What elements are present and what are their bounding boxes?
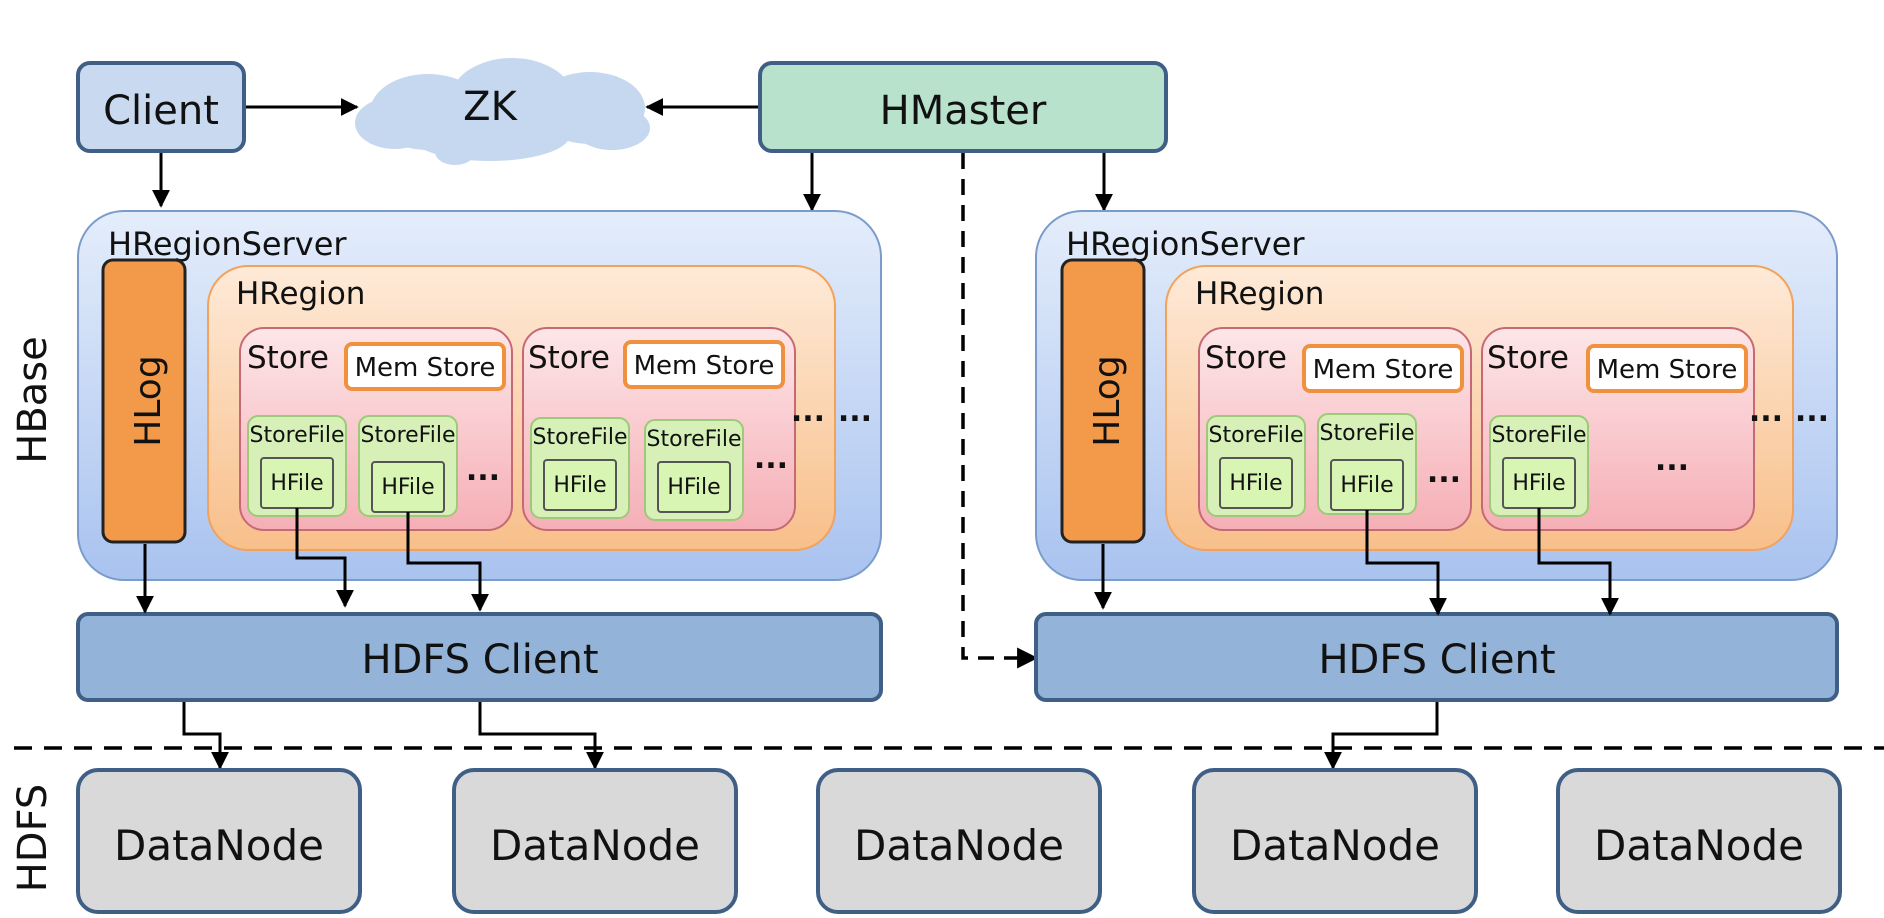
memstore-1a-label: Mem Store [355, 353, 496, 383]
storefile-1a-1-label: StoreFile [250, 423, 345, 448]
region-server-1-title: HRegionServer [108, 225, 347, 263]
store-1a-label: Store [247, 340, 329, 376]
store-1b-label: Store [528, 340, 610, 376]
storefile-1a-2-label: StoreFile [361, 423, 456, 448]
storefile-1a-1: StoreFile HFile [247, 415, 347, 517]
hdfs-client-2-label: HDFS Client [1318, 637, 1555, 683]
datanode-5-label: DataNode [1594, 821, 1804, 870]
hlog-1: HLog [101, 258, 187, 544]
region-server-2-title: HRegionServer [1066, 225, 1305, 263]
hdfs-side-label: HDFS [10, 784, 56, 893]
region-server-2: HRegionServer HLog HRegion Store Mem Sto… [1035, 210, 1838, 581]
hfile-2a-2-label: HFile [1340, 473, 1393, 498]
store-1a: Store Mem Store StoreFile HFile StoreFil… [239, 327, 513, 531]
datanode-2: DataNode [452, 768, 738, 914]
store-2b-label: Store [1487, 340, 1569, 376]
memstore-1b-label: Mem Store [634, 351, 775, 381]
hdfs-client-1-to-datanode-1-arrow [182, 702, 229, 770]
hfile-1a-1-label: HFile [270, 471, 323, 496]
storefile-1b-2-label: StoreFile [647, 427, 742, 452]
store-2b: Store Mem Store StoreFile HFile ... [1481, 327, 1755, 531]
hfile-2b-1-label: HFile [1512, 471, 1565, 496]
store-1b: Store Mem Store StoreFile HFile StoreFil… [522, 327, 796, 531]
hmaster-node: HMaster [758, 61, 1168, 153]
client-label: Client [103, 88, 219, 134]
hfile-1b-2 [657, 461, 731, 513]
storefile-1b-1-label: StoreFile [533, 425, 628, 450]
hdfs-client-2: HDFS Client [1034, 612, 1839, 702]
datanode-4: DataNode [1192, 768, 1478, 914]
hfile-1a-2-to-hdfs-arrow [406, 512, 489, 612]
storefile-1b-more: ... [754, 441, 788, 476]
storefile-2a-2-label: StoreFile [1320, 421, 1415, 446]
memstore-1b: Mem Store [623, 340, 785, 389]
hfile-2b-1-to-hdfs-arrow [1537, 508, 1619, 616]
hfile-1b-1-label: HFile [553, 473, 606, 498]
storefile-1b-1: StoreFile HFile [530, 417, 630, 519]
hfile-2a-2-to-hdfs-arrow [1365, 510, 1447, 616]
storefile-2b-1: StoreFile HFile [1489, 415, 1589, 517]
memstore-1a: Mem Store [344, 342, 506, 391]
hmaster-label: HMaster [880, 88, 1047, 134]
store-2a: Store Mem Store StoreFile HFile StoreFil… [1198, 327, 1472, 531]
hlog-2-label: HLog [1087, 355, 1128, 446]
hfile-2a-1-label: HFile [1229, 471, 1282, 496]
storefile-2a-1: StoreFile HFile [1206, 415, 1306, 517]
datanode-5: DataNode [1556, 768, 1842, 914]
store-2a-label: Store [1205, 340, 1287, 376]
storefile-1a-2: StoreFile HFile [358, 415, 458, 517]
hdfs-client-2-to-datanode-4-arrow [1324, 702, 1439, 770]
hmaster-to-hdfs-client-dashed-arrow [961, 153, 1039, 669]
hfile-2a-1 [1219, 457, 1293, 509]
storefile-1b-2: StoreFile HFile [644, 419, 744, 521]
hlog-1-label: HLog [128, 355, 169, 446]
storefile-2a-more: ... [1427, 455, 1461, 490]
storefile-1a-more: ... [466, 453, 500, 488]
hlog-2: HLog [1060, 258, 1146, 544]
datanode-4-label: DataNode [1230, 821, 1440, 870]
client-node: Client [76, 61, 246, 153]
memstore-2b-label: Mem Store [1597, 355, 1738, 385]
storefile-2b-more: ... [1655, 443, 1689, 478]
hdfs-client-1-to-datanode-2-arrow [478, 702, 604, 770]
datanode-3-label: DataNode [854, 821, 1064, 870]
memstore-2b: Mem Store [1586, 344, 1748, 393]
datanode-1: DataNode [76, 768, 362, 914]
region-server-1: HRegionServer HLog HRegion Store Mem Sto… [77, 210, 882, 581]
storefile-2b-1-label: StoreFile [1492, 423, 1587, 448]
hfile-1b-1 [543, 459, 617, 511]
hdfs-client-1-label: HDFS Client [361, 637, 598, 683]
hregion-1: HRegion Store Mem Store StoreFile HFile [207, 265, 836, 551]
region-server-1-more-regions: ... [838, 394, 872, 429]
hdfs-client-1: HDFS Client [76, 612, 883, 702]
region-server-2-more-regions: ... [1795, 394, 1829, 429]
hbase-side-label: HBase [10, 336, 56, 463]
zk-label: ZK [463, 84, 518, 130]
zk-cloud: ZK [355, 58, 650, 165]
memstore-2a: Mem Store [1302, 344, 1464, 393]
hfile-1a-1-to-hdfs-arrow [295, 508, 354, 608]
memstore-2a-label: Mem Store [1313, 355, 1454, 385]
datanode-1-label: DataNode [114, 821, 324, 870]
hregion-1-more-stores: ... [791, 394, 825, 429]
hregion-2-label: HRegion [1195, 276, 1324, 312]
hfile-1b-2-label: HFile [667, 475, 720, 500]
datanode-3: DataNode [816, 768, 1102, 914]
hfile-1a-2-label: HFile [381, 475, 434, 500]
storefile-2a-1-label: StoreFile [1209, 423, 1304, 448]
hregion-2-more-stores: ... [1749, 394, 1783, 429]
datanode-2-label: DataNode [490, 821, 700, 870]
hregion-1-label: HRegion [236, 276, 365, 312]
hregion-2: HRegion Store Mem Store StoreFile HFile [1165, 265, 1794, 551]
storefile-2a-2: StoreFile HFile [1317, 413, 1417, 515]
